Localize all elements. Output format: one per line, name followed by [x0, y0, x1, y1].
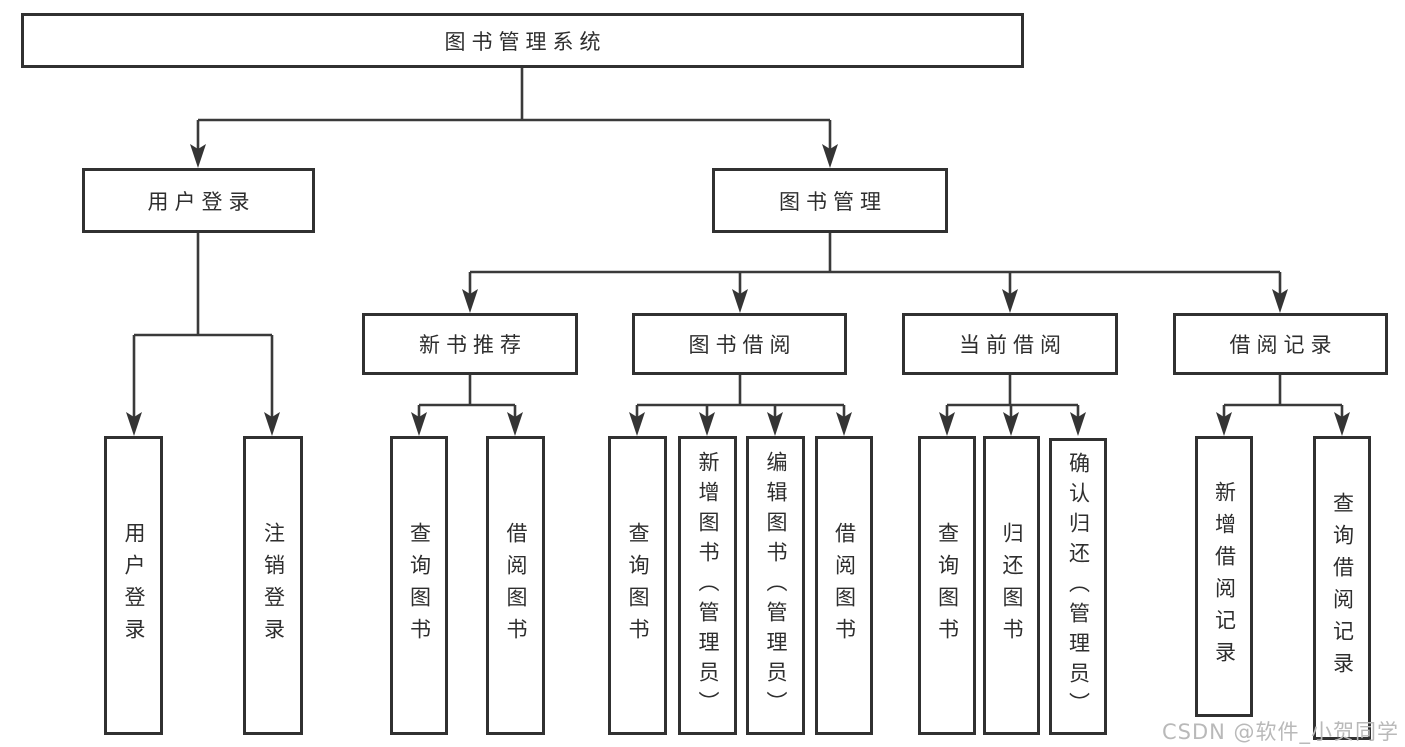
leaf-label: 归还图书 — [1000, 521, 1024, 650]
node-current-borrowing: 当前借阅 — [902, 313, 1118, 375]
leaf-label: 编辑图书（管理员） — [764, 450, 788, 721]
node-user-login: 用户登录 — [82, 168, 315, 233]
leaf-user-login: 用户登录 — [104, 436, 163, 735]
node-book-borrowing: 图书借阅 — [632, 313, 847, 375]
leaf-label: 确认归还（管理员） — [1066, 451, 1091, 722]
csdn-watermark: CSDN @软件_小贺同学 — [1162, 720, 1400, 744]
leaf-query-books: 查询图书 — [918, 436, 976, 735]
leaf-query-books: 查询图书 — [608, 436, 667, 735]
leaf-label: 查询借阅记录 — [1330, 492, 1355, 684]
node-book-management: 图书管理 — [712, 168, 948, 233]
leaf-add-book-admin: 新增图书（管理员） — [678, 436, 737, 735]
leaf-return-books: 归还图书 — [983, 436, 1040, 735]
leaf-label: 查询图书 — [626, 521, 650, 650]
leaf-confirm-return-admin: 确认归还（管理员） — [1049, 438, 1107, 735]
leaf-label: 用户登录 — [122, 521, 146, 650]
node-new-book-recommendation: 新书推荐 — [362, 313, 578, 375]
leaf-label: 新增图书（管理员） — [696, 450, 720, 721]
leaf-query-borrow-record: 查询借阅记录 — [1313, 436, 1371, 740]
leaf-add-borrow-record: 新增借阅记录 — [1195, 436, 1253, 717]
leaf-label: 新增借阅记录 — [1212, 480, 1237, 673]
leaf-label: 借阅图书 — [504, 521, 528, 650]
leaf-logout: 注销登录 — [243, 436, 303, 735]
leaf-borrow-books: 借阅图书 — [486, 436, 545, 735]
node-library-management-system: 图书管理系统 — [21, 13, 1024, 68]
leaf-label: 注销登录 — [261, 521, 286, 650]
leaf-label: 查询图书 — [935, 521, 960, 650]
leaf-label: 借阅图书 — [832, 521, 857, 650]
node-borrowing-records: 借阅记录 — [1173, 313, 1388, 375]
leaf-edit-book-admin: 编辑图书（管理员） — [746, 436, 805, 735]
leaf-borrow-books: 借阅图书 — [815, 436, 873, 735]
leaf-label: 查询图书 — [407, 521, 432, 650]
leaf-query-books: 查询图书 — [390, 436, 448, 735]
